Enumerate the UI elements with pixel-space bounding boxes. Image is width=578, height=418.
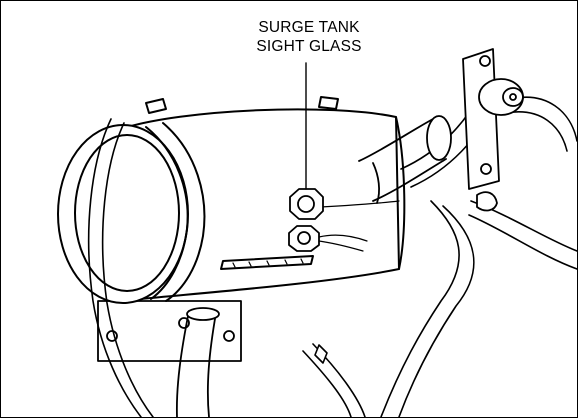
hose-clip bbox=[314, 344, 328, 364]
callout-line-1: SURGE TANK bbox=[258, 19, 360, 36]
callout-label: SURGE TANK SIGHT GLASS bbox=[201, 18, 417, 56]
left-hose bbox=[87, 118, 154, 417]
callout-line-2: SIGHT GLASS bbox=[256, 38, 362, 55]
cap-icon bbox=[462, 48, 524, 212]
tank-body bbox=[57, 96, 406, 304]
inlet-hose bbox=[358, 115, 452, 204]
bolt-icon bbox=[106, 330, 118, 342]
sight-glass-icon bbox=[288, 188, 368, 252]
outlet-hose bbox=[175, 307, 220, 417]
bolt-icon bbox=[223, 330, 235, 342]
